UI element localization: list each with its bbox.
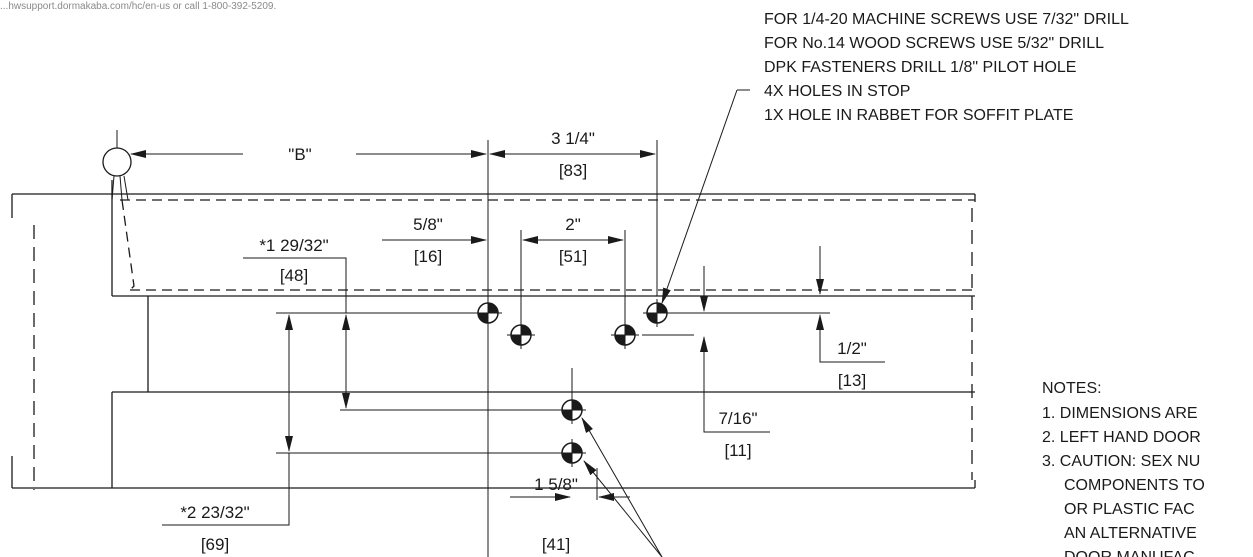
dim-1-29-32-metric: [48]: [280, 266, 308, 285]
notes-title: NOTES:: [1042, 380, 1102, 397]
dim-2-metric: [51]: [559, 247, 587, 266]
extension-lines: [276, 140, 830, 557]
dim-2-23-32-metric: [69]: [201, 535, 229, 554]
dim-1-2-imperial: 1/2": [837, 339, 867, 358]
hole-stop-2: [507, 321, 535, 349]
dim-3-1-4-metric: [83]: [559, 161, 587, 180]
hole-stop-1: [474, 299, 502, 327]
note-item-7: DOOR MANUFAC: [1064, 549, 1195, 557]
dimension-lines: [130, 150, 885, 526]
note-item-2: 2. LEFT HAND DOOR: [1042, 429, 1201, 446]
hole-stop-4: [643, 299, 671, 327]
dim-7-16-metric: [11]: [724, 441, 751, 460]
dim-5-8-metric: [16]: [414, 247, 442, 266]
hole-stop-3: [611, 321, 639, 349]
dim-1-29-32-imperial: *1 29/32": [259, 236, 328, 255]
dim-1-2-metric: [13]: [838, 371, 866, 390]
leader-lines: [581, 89, 750, 557]
dim-7-16-imperial: 7/16": [718, 409, 757, 428]
note-item-1: 1. DIMENSIONS ARE: [1042, 405, 1198, 422]
drill-note-machine-screws: FOR 1/4-20 MACHINE SCREWS USE 7/32" DRIL…: [764, 11, 1129, 28]
dim-b-label: "B": [288, 145, 311, 164]
hole-door-2: [558, 439, 586, 467]
dimension-labels: "B" 3 1/4" [83] 5/8" [16] 2" [51] *1 29/…: [180, 129, 867, 554]
dim-3-1-4-imperial: 3 1/4": [551, 129, 595, 148]
hole-markers: [474, 299, 671, 467]
drill-note-dpk-fasteners: DPK FASTENERS DRILL 1/8" PILOT HOLE: [764, 59, 1076, 76]
drill-notes: FOR 1/4-20 MACHINE SCREWS USE 7/32" DRIL…: [764, 11, 1129, 124]
notes-block: NOTES: 1. DIMENSIONS ARE 2. LEFT HAND DO…: [1042, 380, 1205, 557]
dim-2-23-32-imperial: *2 23/32": [180, 503, 249, 522]
dim-1-5-8-metric: [41]: [542, 535, 570, 554]
note-item-3: 3. CAUTION: SEX NU: [1042, 453, 1200, 470]
note-item-6: AN ALTERNATIVE: [1064, 525, 1197, 542]
hole-door-1: [558, 396, 586, 424]
frame-outline: [11, 130, 976, 490]
note-item-4: COMPONENTS TO: [1064, 477, 1205, 494]
dim-5-8-imperial: 5/8": [413, 215, 443, 234]
drill-note-holes-in-stop: 4X HOLES IN STOP: [764, 83, 910, 100]
dim-2-imperial: 2": [565, 215, 581, 234]
drill-note-soffit-plate: 1X HOLE IN RABBET FOR SOFFIT PLATE: [764, 107, 1073, 124]
note-item-5: OR PLASTIC FAC: [1064, 501, 1195, 518]
dim-1-5-8-imperial: 1 5/8": [534, 475, 578, 494]
header-url-text: ...hwsupport.dormakaba.com/hc/en-us or c…: [0, 1, 276, 12]
drill-note-wood-screws: FOR No.14 WOOD SCREWS USE 5/32" DRILL: [764, 35, 1104, 52]
